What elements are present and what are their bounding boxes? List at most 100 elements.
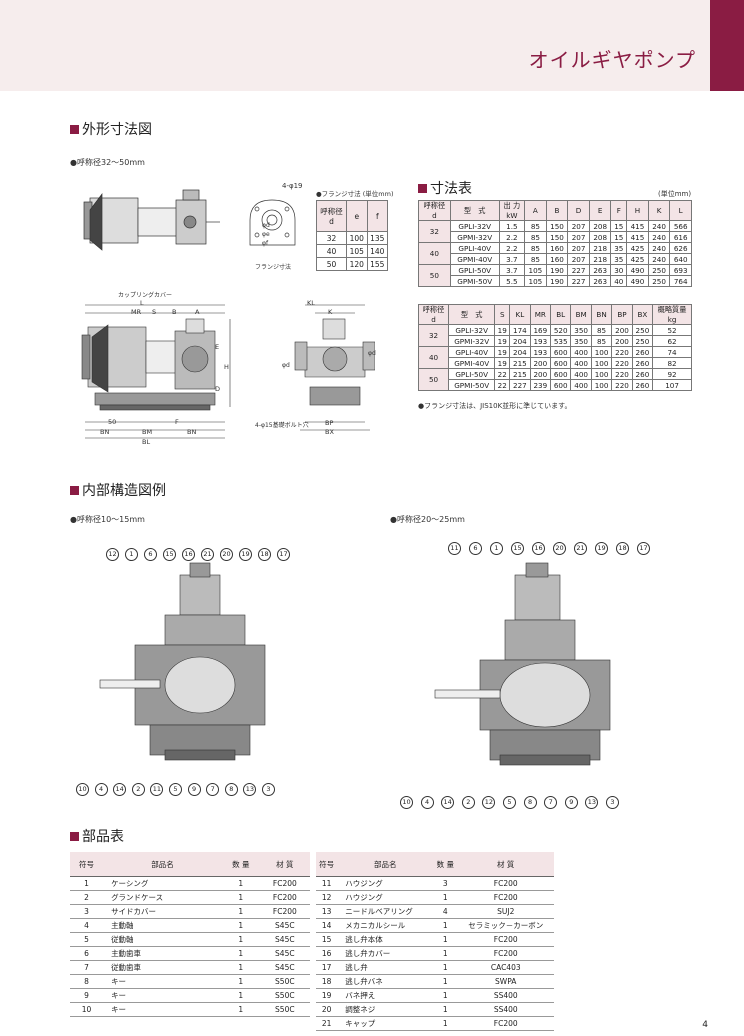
dimension-table-1-cell: 2.2 <box>498 242 526 254</box>
parts-table-right-header-cell: 材 質 <box>457 852 554 877</box>
flange-cell: 100 <box>346 231 368 245</box>
parts-table-left-cell: 1 <box>221 974 260 989</box>
parts-table-left-header-cell: 部品名 <box>103 852 222 877</box>
dimension-table-1-cell: 105 <box>524 264 547 276</box>
parts-table-left-cell: キー <box>103 1002 222 1017</box>
part-callout: 21 <box>201 548 214 561</box>
part-callout: 2 <box>131 783 145 796</box>
part-callout: 9 <box>187 783 201 796</box>
part-callout: 8 <box>523 796 537 809</box>
dimension-table-1-cell: 35 <box>610 253 628 265</box>
dimension-table-1-cell: 150 <box>545 220 569 232</box>
dimension-table-1-cell: 85 <box>524 242 547 254</box>
dimension-table-1-cell: 190 <box>545 264 569 276</box>
parts-table-left-cell: 5 <box>70 932 104 947</box>
part-callout: 13 <box>243 783 257 796</box>
dimension-table-1-cell: 250 <box>647 264 671 276</box>
section-marker <box>70 125 79 134</box>
parts-table-left-cell: FC200 <box>259 904 310 919</box>
dimension-table-2-cell: 74 <box>652 346 692 358</box>
dimension-table-1-cell: 40 <box>610 275 628 287</box>
flange-caption: ●フランジ寸法 (単位mm) <box>316 190 394 198</box>
dimension-table-1-header-cell: A <box>524 200 547 221</box>
dimension-table-1-cell: 227 <box>567 264 590 276</box>
flange-cell: 120 <box>346 257 368 271</box>
internal-structure-drawing-large <box>434 562 611 766</box>
dimension-table-1-header-cell: F <box>610 200 628 221</box>
dimension-table-1-header-cell: L <box>669 200 692 221</box>
dimension-table-1-cell: 218 <box>588 253 612 265</box>
coupling-label: カップリングカバー <box>118 292 173 299</box>
dimension-table-2-header-cell: BM <box>570 304 592 325</box>
dimension-table-2-cell: 260 <box>631 357 654 369</box>
part-callout: 2 <box>461 796 475 809</box>
dimension-table-2-cell: 22 <box>494 379 511 391</box>
parts-table-right-cell: セラミック－カーボン <box>457 918 554 933</box>
part-callout: 21 <box>574 542 587 555</box>
dimension-table-2-cell: 260 <box>631 379 654 391</box>
dimension-table-1-cell: 263 <box>588 275 612 287</box>
parts-table-left-cell: 1 <box>221 890 260 905</box>
dimension-table-1-cell: 85 <box>524 253 547 265</box>
dimension-table-2-cell: 19 <box>494 335 511 347</box>
parts-table-right-cell: FC200 <box>457 890 554 905</box>
dimension-table-2-size-cell: 50 <box>417 368 450 391</box>
part-callout: 16 <box>182 548 195 561</box>
dimension-table-1-cell: 3.7 <box>498 264 526 276</box>
section-title-outline: 外形寸法図 <box>70 119 152 139</box>
dimension-table-1-cell: 5.5 <box>498 275 526 287</box>
parts-table-right-cell: 逃し弁本体 <box>337 932 434 947</box>
pump-side-view-drawing <box>81 304 231 439</box>
parts-table-left-cell: 1 <box>221 876 260 891</box>
dimension-table-2-cell: 220 <box>611 379 633 391</box>
dimension-table-1-cell: 208 <box>588 220 612 232</box>
dimension-table-2-cell: 85 <box>590 324 613 336</box>
parts-table-right-cell: 4 <box>433 904 458 919</box>
part-callout: 4 <box>420 796 434 809</box>
dimension-table-2-cell: 100 <box>590 368 613 380</box>
parts-table-left-cell: 1 <box>221 960 260 975</box>
dimension-table-1-cell: 566 <box>669 220 692 232</box>
parts-table-right-cell: 逃し弁バネ <box>337 974 434 989</box>
dimension-table-2-cell: 174 <box>509 324 531 336</box>
dims-unit: (単位mm) <box>658 190 692 198</box>
dimension-table-2-cell: 169 <box>529 324 552 336</box>
dimension-table-1-cell: 150 <box>545 231 569 243</box>
dimension-table-1-cell: 250 <box>647 275 671 287</box>
dimension-table-2-cell: 200 <box>611 324 633 336</box>
parts-table-right-cell: 11 <box>316 876 338 891</box>
dim-label-phid-right: φd <box>368 350 376 357</box>
flange-header-cell: f <box>366 200 389 232</box>
dim-label-S: S <box>152 308 157 316</box>
section-title-dims: 寸法表 <box>418 178 472 198</box>
dimension-table-2-cell: 19 <box>494 324 511 336</box>
dimension-table-2-header-cell: S <box>494 304 511 325</box>
dimension-table-1-cell: 425 <box>626 242 649 254</box>
parts-table-right-cell: 13 <box>316 904 338 919</box>
part-callout: 17 <box>637 542 650 555</box>
flange-cell: 40 <box>315 244 348 258</box>
dimension-table-1-cell: GPLI-40V <box>449 242 500 254</box>
dimension-table-1-cell: 3.7 <box>498 253 526 265</box>
dimension-table-1-cell: 85 <box>524 231 547 243</box>
flange-f-label: φf <box>262 240 269 247</box>
dimension-table-1-cell: 240 <box>647 231 671 243</box>
part-callout: 7 <box>544 796 558 809</box>
dimension-table-2-header-cell: BP <box>611 304 633 325</box>
parts-table-right-cell: 3 <box>433 876 458 891</box>
dimension-table-1-cell: GPLI-32V <box>449 220 500 232</box>
dimension-table-1-cell: 207 <box>567 242 590 254</box>
dimension-table-1-cell: 190 <box>545 275 569 287</box>
dimension-table-1-cell: GPLI-50V <box>449 264 500 276</box>
parts-table-left-cell: 主動軸 <box>103 918 222 933</box>
parts-table-right-cell: FC200 <box>457 876 554 891</box>
parts-table-left-cell: 従動歯車 <box>103 960 222 975</box>
part-callout: 1 <box>490 542 503 555</box>
dimension-table-2-cell: 400 <box>570 357 592 369</box>
part-callout: 12 <box>106 548 119 561</box>
